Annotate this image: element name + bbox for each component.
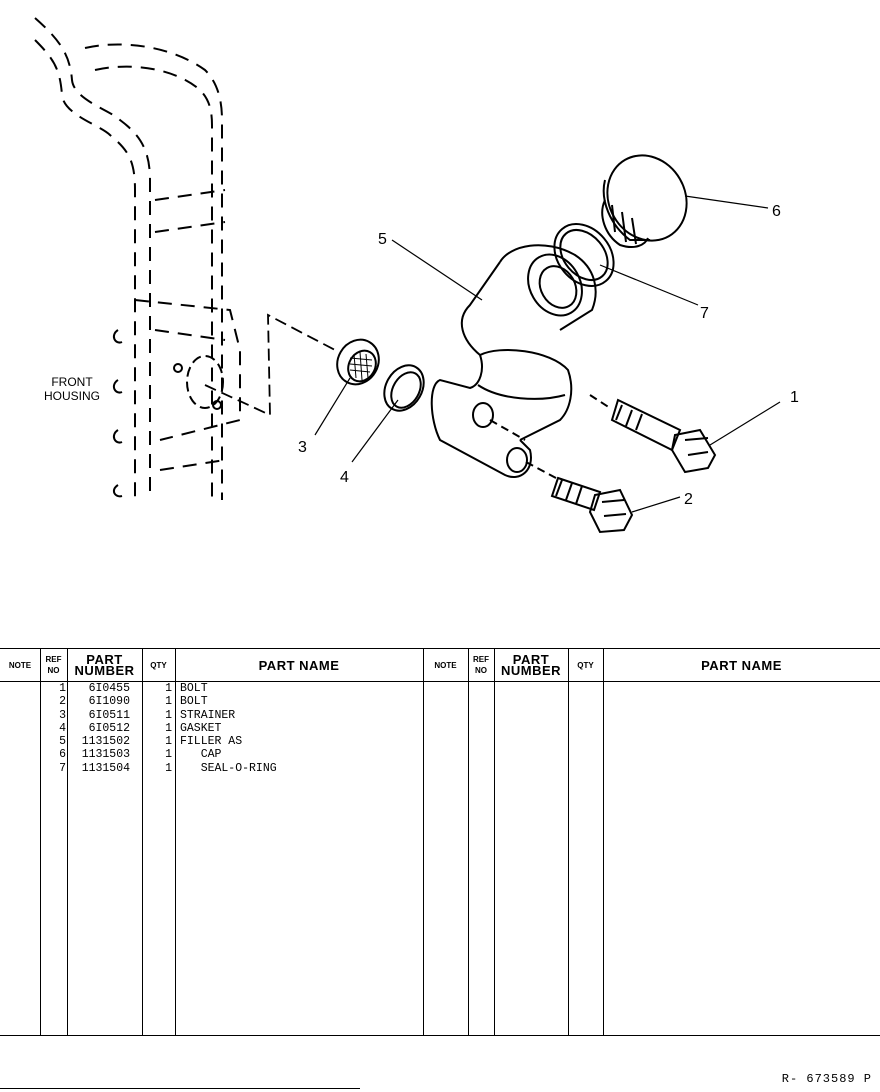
callout-5: 5 xyxy=(378,231,387,248)
filler-assembly-part xyxy=(430,244,597,478)
row-qty: 1 xyxy=(165,695,172,709)
callout-2: 2 xyxy=(684,491,693,508)
col-rule xyxy=(603,649,604,1035)
col-rule xyxy=(468,649,469,1035)
strainer-part xyxy=(336,338,380,386)
header-ref-no-line1: REF xyxy=(45,655,62,664)
header-ref-no-right-line1: REF xyxy=(473,655,489,664)
col-rule xyxy=(142,649,143,1035)
header-part-number-right-line2: NUMBER xyxy=(500,663,562,678)
callout-1: 1 xyxy=(790,389,799,406)
col-rule xyxy=(423,649,424,1035)
header-part-name: PART NAME xyxy=(258,657,340,673)
housing-port xyxy=(112,329,224,498)
front-housing-outline xyxy=(34,17,241,500)
header-note: NOTE xyxy=(8,660,32,670)
row-qty: 1 xyxy=(165,735,172,749)
bolt-1-part xyxy=(589,394,717,474)
exploded-parts-drawing: FRONT HOUSING 1 2 3 4 5 6 7 xyxy=(34,17,799,534)
cap-part xyxy=(601,154,688,248)
header-part-number-line1: PART xyxy=(86,652,123,667)
header-ref-no: REF NO xyxy=(40,649,67,681)
bottom-rule xyxy=(0,1088,360,1089)
header-qty: QTY xyxy=(150,660,167,670)
row-part-number: 1131503 xyxy=(81,748,130,762)
front-housing-label-2: HOUSING xyxy=(44,389,100,403)
header-part-name-right: PART NAME xyxy=(701,657,782,673)
header-part-number: PART NUMBER xyxy=(67,649,142,681)
header-qty-right: QTY xyxy=(577,660,594,670)
row-part-name: GASKET xyxy=(180,721,222,735)
row-ref: 7 xyxy=(59,761,66,775)
table-rows: 1 6I0455 1 BOLT 2 6I1090 1 BOLT 3 6I0511… xyxy=(0,682,880,775)
table-row: 1 6I0455 1 BOLT xyxy=(0,682,880,695)
col-rule xyxy=(175,649,176,1035)
col-rule xyxy=(568,649,569,1035)
seal-o-ring-part xyxy=(553,223,615,287)
col-rule xyxy=(67,649,68,1035)
header-part-number-line2: NUMBER xyxy=(74,663,135,678)
table-row: 3 6I0511 1 STRAINER xyxy=(0,709,880,722)
row-qty: 1 xyxy=(165,748,172,762)
callout-leaders xyxy=(314,195,781,513)
row-part-number: 1131504 xyxy=(81,761,130,775)
row-part-number: 6I0455 xyxy=(88,682,130,695)
row-ref: 4 xyxy=(59,721,66,735)
row-qty: 1 xyxy=(165,682,172,695)
row-part-name: CAP xyxy=(180,748,222,762)
callout-7: 7 xyxy=(700,305,709,322)
header-part-number-right-line1: PART xyxy=(512,652,550,667)
table-row: 2 6I1090 1 BOLT xyxy=(0,695,880,708)
row-part-number: 1131502 xyxy=(81,735,130,749)
table-row: 5 1131502 1 FILLER AS xyxy=(0,735,880,748)
header-ref-no-line2: NO xyxy=(47,666,60,675)
row-qty: 1 xyxy=(165,761,172,775)
row-part-number: 6I1090 xyxy=(88,695,130,709)
row-part-number: 6I0512 xyxy=(88,721,130,735)
table-row: 7 1131504 1 SEAL-O-RING xyxy=(0,762,880,775)
row-ref: 3 xyxy=(59,708,66,722)
col-rule xyxy=(494,649,495,1035)
col-rule xyxy=(40,649,41,1035)
front-housing-label-1: FRONT xyxy=(51,375,93,389)
header-note-right: NOTE xyxy=(434,660,457,670)
callout-4: 4 xyxy=(340,469,349,486)
row-ref: 6 xyxy=(59,748,66,762)
row-part-number: 6I0511 xyxy=(88,708,130,722)
callout-3: 3 xyxy=(298,439,307,456)
port-leader-line xyxy=(204,313,336,417)
header-part-number-right: PART NUMBER xyxy=(494,649,568,681)
gasket-part xyxy=(383,364,425,412)
row-part-name: BOLT xyxy=(180,695,208,709)
row-qty: 1 xyxy=(165,721,172,735)
table-row: 6 1131503 1 CAP xyxy=(0,748,880,761)
reference-code: R- 673589 P xyxy=(781,1072,872,1086)
row-part-name: SEAL-O-RING xyxy=(180,761,277,775)
row-ref: 5 xyxy=(59,735,66,749)
callout-6: 6 xyxy=(772,203,781,220)
header-rule xyxy=(0,681,880,682)
header-ref-no-right: REF NO xyxy=(468,649,494,681)
table-row: 4 6I0512 1 GASKET xyxy=(0,722,880,735)
row-ref: 1 xyxy=(59,682,66,695)
header-ref-no-right-line2: NO xyxy=(475,666,487,675)
parts-list-table: NOTE REF NO PART NUMBER QTY PART NAME NO… xyxy=(0,648,880,1036)
row-ref: 2 xyxy=(59,695,66,709)
bolt-2-part xyxy=(525,461,634,534)
row-part-name: STRAINER xyxy=(180,708,236,722)
row-part-name: FILLER AS xyxy=(180,735,243,749)
row-part-name: BOLT xyxy=(180,682,208,695)
row-qty: 1 xyxy=(165,708,172,722)
